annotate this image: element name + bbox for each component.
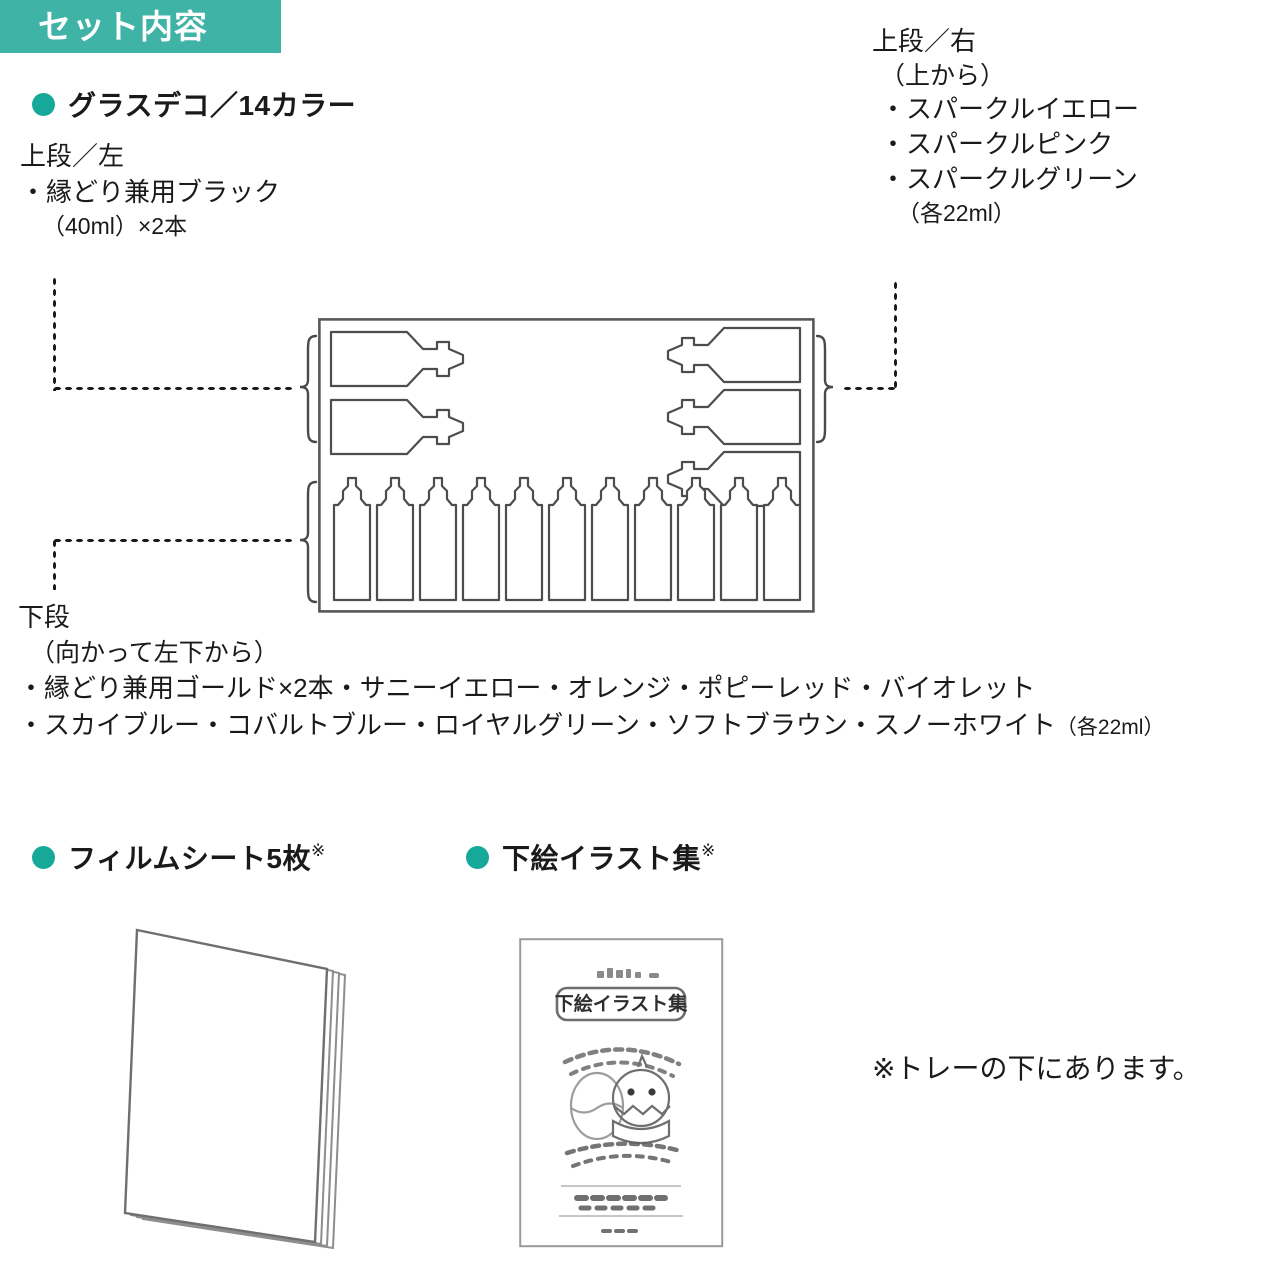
bullet-dot-icon: [32, 92, 55, 116]
leader-upper-left-vertical: [52, 276, 57, 391]
bullet-dot-icon: [466, 845, 489, 869]
upper-right-subheading: （上から）: [880, 61, 1006, 90]
bullet-dot-icon: [32, 845, 55, 869]
upper-left-heading: 上段／左: [20, 141, 125, 171]
upper-right-heading: 上段／右: [872, 26, 977, 56]
tray-illustration: [318, 318, 815, 613]
brace-upper-left: [292, 334, 318, 444]
film-sheets-illustration: [95, 898, 365, 1258]
upper-right-item-1: ・スパークルピンク: [880, 128, 1114, 159]
glass-deco-heading: グラスデコ／14カラー: [32, 84, 356, 124]
upper-right-volume: （各22ml）: [897, 200, 1016, 227]
upper-left-volume: （40ml）×2本: [42, 213, 188, 240]
lower-text-block: 下段 （向かって左下から） ・縁どり兼用ゴールド×2本・サニーイエロー・オレンジ…: [18, 602, 1164, 742]
upper-left-text-block: 上段／左 ・縁どり兼用ブラック （40ml）×2本: [20, 141, 280, 240]
lower-color-line-1: ・縁どり兼用ゴールド×2本・サニーイエロー・オレンジ・ポピーレッド・バイオレット: [18, 673, 1036, 704]
footnote-text: ※トレーの下にあります。: [872, 1053, 1201, 1084]
brace-lower-left: [292, 480, 318, 605]
lower-subheading: （向かって左下から）: [30, 638, 279, 667]
upper-right-text-block: 上段／右 （上から） ・スパークルイエロー ・スパークルピンク ・スパークルグリ…: [872, 26, 1139, 227]
lower-color-line-2: ・スカイブルー・コバルトブルー・ロイヤルグリーン・ソフトブラウン・スノーホワイト: [18, 709, 1056, 740]
section-header-badge: セット内容: [0, 0, 281, 53]
film-sheet-heading-label: フィルムシート5枚: [68, 843, 311, 874]
upper-right-item-2: ・スパークルグリーン: [880, 163, 1138, 194]
booklet-cover-title: 下絵イラスト集: [555, 992, 689, 1015]
upper-right-item-0: ・スパークルイエロー: [880, 94, 1139, 125]
illustration-book-asterisk-mark: ※: [700, 841, 716, 860]
lower-heading: 下段: [18, 602, 71, 632]
leader-upper-right-vertical: [893, 280, 898, 388]
leader-lower-left-vertical: [52, 538, 57, 590]
leader-upper-left-horizontal: [52, 386, 292, 391]
illustration-book-heading-label: 下絵イラスト集: [502, 843, 701, 874]
brace-upper-right: [815, 334, 841, 444]
film-sheet-asterisk-mark: ※: [310, 841, 326, 860]
section-header-title: セット内容: [38, 8, 208, 45]
leader-upper-right-horizontal: [842, 386, 898, 391]
glass-deco-heading-label: グラスデコ／14カラー: [68, 90, 357, 121]
lower-color-line-2-volume: （各22ml）: [1055, 715, 1165, 739]
illustration-book-heading: 下絵イラスト集 ※: [466, 837, 716, 877]
upper-left-item: ・縁どり兼用ブラック: [20, 176, 281, 207]
leader-lower-left-horizontal: [52, 538, 292, 543]
illustration-book-cover: 下絵イラスト集: [519, 938, 724, 1248]
film-sheet-heading: フィルムシート5枚 ※: [32, 837, 326, 877]
